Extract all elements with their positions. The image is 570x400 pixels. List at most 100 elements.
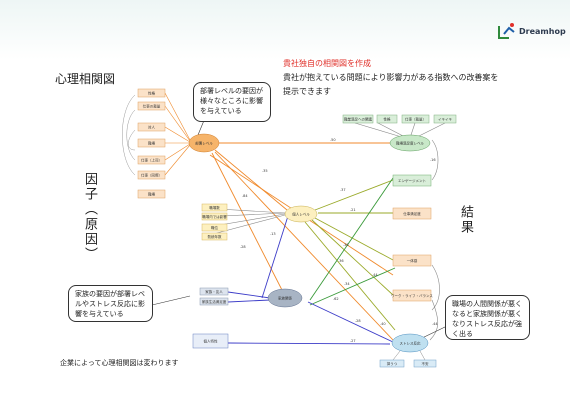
factor-box (137, 189, 166, 199)
outcome-box-label: エンゲージメント (398, 178, 426, 183)
factor-box (137, 138, 166, 148)
individual-paths (304, 179, 396, 331)
coefficient: .84 (242, 194, 248, 198)
factor-box (137, 155, 166, 165)
factor-box-label: 仕事（同僚） (141, 173, 162, 178)
coefficient: .35 (262, 169, 268, 173)
dept-paths (209, 142, 394, 341)
outcome-box (392, 174, 432, 187)
satisfaction-box-label: 仕事（裁量） (405, 117, 426, 122)
coefficient: .50 (330, 138, 336, 142)
stress-response-ellipse (391, 333, 429, 353)
header-highlight: 貴社独自の相関図を作成 (283, 59, 371, 68)
stress-link (419, 350, 426, 361)
outcome-boxes: エンゲージメント 仕事満足度 一体感 ワーク・ライフ・バランス (391, 174, 433, 302)
path-coefficients: .50 .35 .84 .13 .28 .37 .21 .38 .36 .44 … (240, 138, 438, 343)
outcome-box-label: 一体感 (407, 258, 418, 263)
family-callout: 家族の要因が部署レベルやストレス反応に影響を与えている (68, 285, 153, 322)
stress-sub-label: 抑うつ (387, 361, 398, 366)
family-box (199, 297, 229, 306)
footnote: 企業によって心理相関図は変わります (60, 359, 179, 367)
dept-level-label: 部署レベル (195, 141, 213, 146)
outcome-box (392, 207, 432, 220)
coefficient: .38 (343, 243, 349, 247)
stress-sub-box (413, 359, 437, 368)
dreamhop-logo-icon (498, 23, 515, 39)
outcome-box-label: ワーク・ライフ・バランス (391, 293, 433, 298)
satisfaction-box (376, 114, 398, 124)
individual-level-ellipse (284, 205, 318, 223)
coefficient: .27 (350, 339, 356, 343)
mid-box (201, 203, 228, 212)
logo: Dreamhop (497, 22, 566, 40)
stress-sub-label: 不安 (422, 361, 430, 366)
coefficient: .37 (340, 188, 346, 192)
coefficient: .13 (270, 232, 276, 236)
coefficient: .62 (333, 297, 339, 301)
coefficient: .40 (380, 322, 386, 326)
mid-box-label: 職場内では影響 (202, 214, 227, 219)
personal-trait-box (192, 333, 229, 349)
factor-box-label: 仕事の裁量 (143, 104, 161, 109)
left-factor-boxes: 性格 仕事の裁量 対人 職場 仕事（上司） 仕事（同僚） 職場 (137, 88, 166, 199)
header-description: 貴社が抱えている問題により影響力がある指数への改善案を提示できます (283, 73, 499, 96)
workplace-satisfaction-label: 職場満足度レベル (396, 141, 424, 146)
family-box-label: 家族・友人 (205, 289, 223, 294)
workplace-callout: 職場の人間関係が悪くなると家族関係が悪くなりストレス反応が強く出る (445, 295, 530, 340)
stress-sub-box (379, 359, 405, 368)
coefficient: .44 (372, 273, 378, 277)
satisfaction-box-label: イキイキ (438, 118, 452, 122)
coefficient: .21 (350, 208, 356, 212)
satisfaction-box (433, 114, 457, 124)
dept-level-ellipse (188, 133, 220, 153)
factor-box (137, 122, 166, 132)
personal-trait-label: 個人特性 (204, 339, 218, 344)
family-relationship-ellipse (267, 288, 303, 308)
mid-factor-boxes: 職場数 職場内では影響 職位 勤続年数 (201, 203, 228, 241)
left-box-links (164, 92, 191, 176)
mid-box-label: 職場数 (209, 205, 220, 210)
mid-box (201, 223, 228, 232)
stress-link (392, 350, 401, 361)
page-title: 心理相関図 (55, 72, 116, 86)
outcome-box (392, 254, 432, 267)
satisfaction-box-label: 職業満足への関連 (344, 117, 372, 122)
family-paths (227, 215, 394, 345)
right-axis-label: 結果 (458, 205, 473, 235)
factor-box (137, 88, 166, 98)
outcome-box-label: 仕事満足度 (403, 211, 421, 216)
coefficient: .28 (355, 319, 361, 323)
factor-box-label: 職場 (148, 141, 155, 146)
mid-box (201, 232, 228, 241)
mid-box-label: 勤続年数 (208, 234, 222, 239)
top-right-boxes: 職業満足への関連 性格 仕事（裁量） イキイキ (342, 114, 457, 124)
right-links (201, 122, 446, 341)
individual-level-label: 個人レベル (292, 212, 310, 217)
family-box (199, 287, 229, 296)
coefficient: .16 (430, 158, 436, 162)
coefficient: .34 (344, 282, 350, 286)
coefficient: .36 (338, 259, 344, 263)
family-box-label: 家族生活満足度 (202, 299, 227, 304)
factor-box-label: 性格 (148, 91, 155, 96)
family-factor-boxes: 家族・友人 家族生活満足度 (199, 287, 229, 306)
mid-box (201, 212, 228, 221)
coefficient: .44 (432, 322, 438, 326)
outcome-box (392, 289, 432, 302)
left-axis-label: 因子（原因） (82, 172, 97, 262)
left-cluster-curves (122, 94, 136, 176)
green-paths (309, 177, 396, 306)
satisfaction-box (401, 114, 430, 124)
factor-box-label: 対人 (148, 125, 155, 130)
satisfaction-box-label: 性格 (384, 117, 392, 122)
factor-box-label: 仕事（上司） (141, 158, 162, 163)
factor-box-label: 職場 (148, 192, 155, 197)
callout-pointers (151, 117, 448, 341)
mid-box-label: 職位 (211, 225, 218, 230)
logo-text: Dreamhop (519, 26, 566, 36)
stress-response-label: ストレス反応 (400, 341, 421, 346)
factor-box (137, 101, 166, 111)
coefficient: .28 (240, 245, 246, 249)
dept-callout: 部署レベルの要因が様々なところに影響を与えている (193, 82, 271, 122)
satisfaction-box (342, 114, 374, 124)
